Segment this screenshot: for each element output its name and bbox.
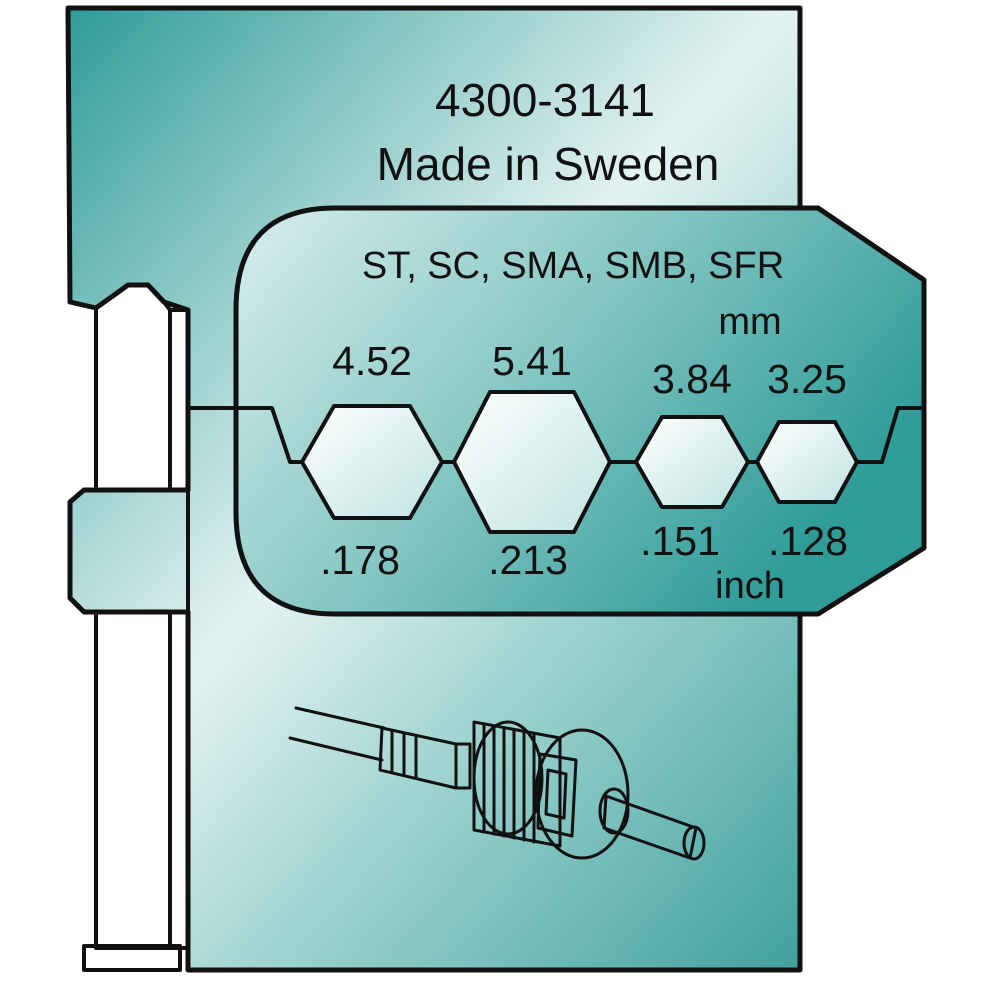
cavity-inch-label-1: .178 xyxy=(320,537,400,583)
cavity-mm-label-2: 5.41 xyxy=(492,338,572,384)
cavity-mm-label-4: 3.25 xyxy=(767,356,847,402)
cavity-mm-label-1: 4.52 xyxy=(332,338,412,384)
metric-unit-label: mm xyxy=(718,301,781,343)
cavity-inch-label-2: .213 xyxy=(488,537,568,583)
imperial-unit-label: inch xyxy=(715,565,785,607)
hex-cavity-2 xyxy=(452,390,612,534)
hex-cavity-4 xyxy=(755,420,859,504)
hex-cavity-3 xyxy=(634,415,750,509)
hex-cavity-1 xyxy=(300,404,444,520)
st-fiber-connector-icon xyxy=(288,706,706,861)
cavity-size-labels: 4.52 .178 5.41 .213 3.84 .151 3.25 .128 xyxy=(320,338,848,583)
connector-types: ST, SC, SMA, SMB, SFR xyxy=(362,245,784,287)
cavity-mm-label-3: 3.84 xyxy=(652,356,732,402)
part-number: 4300-3141 xyxy=(435,74,655,126)
guide-rail xyxy=(68,283,190,972)
origin-label: Made in Sweden xyxy=(377,138,720,190)
crimp-profile-line xyxy=(188,406,924,464)
cavity-inch-label-4: .128 xyxy=(768,518,848,564)
cavity-inch-label-3: .151 xyxy=(640,518,720,564)
hex-cavities xyxy=(300,390,868,534)
